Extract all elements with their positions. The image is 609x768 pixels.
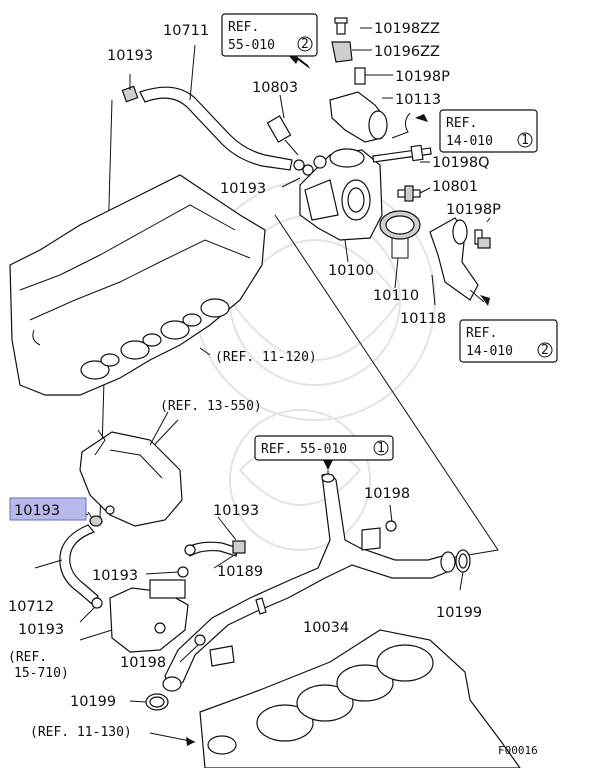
figure-code: F00016 bbox=[498, 744, 538, 757]
ref-circle-number: 2 bbox=[541, 343, 549, 358]
part-label-10198P-a[interactable]: 10198P bbox=[395, 69, 450, 85]
water-pipe-10034-part bbox=[162, 473, 456, 692]
part-label-10100[interactable]: 10100 bbox=[328, 263, 374, 279]
part-label-10193-clamp[interactable]: 10193 bbox=[92, 568, 138, 584]
thermostat-10110-part bbox=[379, 210, 421, 289]
ref-13-550[interactable]: (REF. 13-550) bbox=[160, 399, 262, 414]
ref-box-55-010-2[interactable]: REF. 55-010 2 bbox=[221, 13, 318, 57]
highlight-box bbox=[9, 497, 87, 521]
sensor-10803-part bbox=[266, 94, 299, 156]
hose-10712-part bbox=[34, 524, 103, 609]
bolt-10198Q-part bbox=[372, 112, 432, 163]
part-label-10193-highlighted[interactable]: 10193 bbox=[14, 503, 60, 519]
sensor-10801-part bbox=[397, 185, 421, 202]
bolt-10198P-b-part bbox=[474, 229, 491, 249]
ref-box-55-010-1[interactable]: REF. 55-010 1 bbox=[254, 435, 394, 461]
part-label-10198ZZ[interactable]: 10198ZZ bbox=[374, 21, 440, 37]
clamp-10193-highlighted-part bbox=[87, 511, 103, 527]
ref-label: REF. bbox=[446, 116, 477, 131]
ref-circle-number: 2 bbox=[301, 37, 309, 52]
bracket-10196ZZ-part bbox=[331, 17, 353, 63]
part-label-10110[interactable]: 10110 bbox=[373, 288, 419, 304]
part-label-10198-low[interactable]: 10198 bbox=[120, 655, 166, 671]
ref-label: REF. bbox=[466, 326, 497, 341]
part-label-10712[interactable]: 10712 bbox=[8, 599, 54, 615]
ref-11-120[interactable]: (REF. 11-120) bbox=[215, 350, 317, 365]
engine-block-part bbox=[199, 629, 521, 768]
part-label-10118[interactable]: 10118 bbox=[400, 311, 446, 327]
cylinder-head-part bbox=[9, 174, 266, 396]
part-label-10196ZZ[interactable]: 10196ZZ bbox=[374, 44, 440, 60]
ref-box-14-010-1[interactable]: REF. 14-010 1 bbox=[439, 109, 538, 153]
ref-label: REF. bbox=[228, 20, 259, 35]
ref-number: 14-010 bbox=[466, 344, 513, 359]
thermostat-housing-10100-part bbox=[299, 148, 383, 263]
part-label-10193-hose[interactable]: 10193 bbox=[213, 503, 259, 519]
part-label-10198-mid[interactable]: 10198 bbox=[364, 486, 410, 502]
part-label-10113[interactable]: 10113 bbox=[395, 92, 441, 108]
part-label-10803[interactable]: 10803 bbox=[252, 80, 298, 96]
hose-10189-part bbox=[177, 540, 246, 578]
part-label-10189[interactable]: 10189 bbox=[217, 564, 263, 580]
pipe-10118-part bbox=[429, 217, 479, 306]
hose-10711-part bbox=[121, 44, 293, 171]
part-label-10193-low[interactable]: 10193 bbox=[18, 622, 64, 638]
part-label-10199-low[interactable]: 10199 bbox=[70, 694, 116, 710]
part-label-10801[interactable]: 10801 bbox=[432, 179, 478, 195]
part-label-10034[interactable]: 10034 bbox=[303, 620, 349, 636]
ref-15-710-line1[interactable]: (REF. bbox=[8, 650, 47, 665]
part-label-10711[interactable]: 10711 bbox=[163, 23, 209, 39]
o-ring-10199-low-part bbox=[145, 693, 169, 711]
water-outlet-10113-part bbox=[329, 67, 388, 143]
ref-circle-number: 1 bbox=[377, 441, 385, 456]
ref-number: 55-010 bbox=[228, 38, 275, 53]
part-label-10193-mid[interactable]: 10193 bbox=[220, 181, 266, 197]
o-ring-10199-right-part bbox=[455, 549, 471, 573]
ref-number: 14-010 bbox=[446, 134, 493, 149]
water-pump-part bbox=[79, 411, 183, 527]
part-label-10198Q[interactable]: 10198Q bbox=[432, 155, 490, 171]
ref-box-14-010-2[interactable]: REF. 14-010 2 bbox=[459, 319, 558, 363]
thermostat-case-part bbox=[79, 579, 189, 653]
clamp-10193-mid-part bbox=[293, 159, 314, 176]
ref-circle-number: 1 bbox=[521, 133, 529, 148]
part-label-10193-top[interactable]: 10193 bbox=[107, 48, 153, 64]
part-label-10198P-b[interactable]: 10198P bbox=[446, 202, 501, 218]
ref-15-710-line2[interactable]: 15-710) bbox=[14, 666, 69, 681]
ref-text: REF. 55-010 bbox=[261, 442, 347, 457]
ref-11-130[interactable]: (REF. 11-130) bbox=[30, 725, 132, 740]
part-label-10199-right[interactable]: 10199 bbox=[436, 605, 482, 621]
